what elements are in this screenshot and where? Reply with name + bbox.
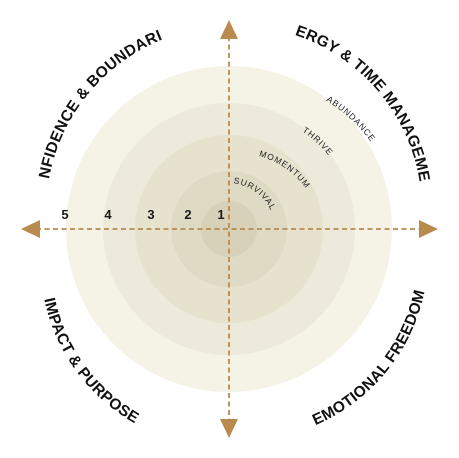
ring-1: [201, 201, 257, 257]
arrow-down-icon: [220, 419, 238, 438]
arrow-right-icon: [419, 220, 438, 238]
arrow-left-icon: [21, 220, 40, 238]
level-5: 5: [61, 207, 68, 222]
level-4: 4: [104, 207, 112, 222]
arrow-up-icon: [220, 20, 238, 39]
level-1: 1: [217, 207, 224, 222]
level-2: 2: [184, 207, 191, 222]
level-numbers: 5 4 3 2 1: [61, 207, 224, 222]
axes: [21, 20, 438, 438]
rings: [66, 66, 392, 392]
level-3: 3: [147, 207, 154, 222]
